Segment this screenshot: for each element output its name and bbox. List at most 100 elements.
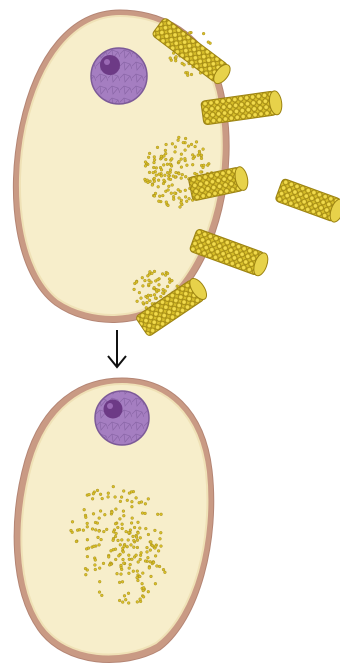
crystal-particle [120, 564, 123, 567]
crystal-particle [118, 599, 121, 602]
crystal-particle [146, 546, 149, 549]
crystal-particle [170, 157, 173, 160]
crystal-particle [164, 158, 167, 161]
crystal-particle [157, 185, 160, 188]
crystal-particle [169, 57, 172, 60]
crystal-particle [175, 55, 178, 58]
crystal-particle [180, 158, 183, 161]
crystal-particle [115, 508, 118, 511]
crystal-particle [147, 498, 150, 501]
crystal-particle [153, 270, 156, 273]
crystal-particle [112, 485, 115, 488]
crystal-particle [137, 561, 140, 564]
crystal-particle [141, 512, 144, 515]
crystal-particle [146, 551, 149, 554]
crystal-particle [115, 532, 118, 535]
crystal-particle [98, 591, 101, 594]
crystal-particle [158, 565, 161, 568]
crystal-particle [136, 576, 139, 579]
crystal-particle [184, 175, 187, 178]
crystal-particle [155, 174, 158, 177]
crystal-particle [100, 538, 103, 541]
crystal-particle [91, 497, 94, 500]
crystal-particle [132, 539, 135, 542]
transition-arrow [108, 330, 126, 367]
crystal-particle [122, 514, 125, 517]
crystal-particle [124, 598, 127, 601]
crystal-particle [153, 177, 156, 180]
crystal-particle [122, 490, 125, 493]
crystal-particle [150, 281, 153, 284]
crystal-particle [135, 554, 138, 557]
crystal-particle [159, 537, 162, 540]
crystal-particle [105, 528, 108, 531]
crystal-particle [159, 531, 162, 534]
crystal-particle [96, 522, 99, 525]
crystal-particle [127, 572, 130, 575]
crystal-particle [184, 137, 187, 140]
crystal-particle [163, 155, 166, 158]
crystal-particle [161, 194, 164, 197]
crystal-particle [117, 554, 120, 557]
crystal-particle [114, 535, 117, 538]
crystal-particle [138, 575, 141, 578]
crystal-particle [131, 517, 134, 520]
crystal-particle [146, 301, 149, 304]
crystal-particle [129, 563, 132, 566]
crystal-particle [140, 551, 143, 554]
crystal-particle [202, 32, 205, 35]
crystal-particle [91, 528, 94, 531]
crystal-particle [177, 136, 180, 139]
crystal-particle [157, 550, 160, 553]
crystal-particle [151, 184, 154, 187]
crystal-particle [180, 199, 183, 202]
crystal-particle [87, 547, 90, 550]
crystal-particle [146, 296, 149, 299]
crystal-particle [157, 200, 160, 203]
crystal-particle [112, 539, 115, 542]
crystal-particle [191, 163, 194, 166]
crystal-particle [102, 530, 105, 533]
crystal-particle [136, 570, 139, 573]
crystal-particle [133, 526, 136, 529]
crystal-particle [103, 513, 106, 516]
crystal-particle [123, 594, 126, 597]
crystal-particle [186, 164, 189, 167]
crystal-particle [160, 513, 163, 516]
crystal-particle [155, 288, 158, 291]
crystal-particle [128, 558, 131, 561]
crystal-particle [184, 157, 187, 160]
crystal-particle [155, 167, 158, 170]
crystal-particle [98, 544, 101, 547]
crystal-particle [127, 554, 130, 557]
crystal-particle [125, 530, 128, 533]
crystal-particle [171, 279, 174, 282]
crystal-particle [116, 526, 119, 529]
crystal-particle [153, 156, 156, 159]
crystal-particle [120, 539, 123, 542]
crystal-particle [94, 529, 97, 532]
crystal-particle [184, 149, 187, 152]
crystal-particle [160, 168, 163, 171]
crystal-particle [94, 568, 97, 571]
crystal-particle [83, 508, 86, 511]
crystal-particle [194, 145, 197, 148]
crystal-particle [161, 292, 164, 295]
crystal-particle [138, 291, 141, 294]
crystal-particle [156, 278, 159, 281]
crystal-particle [142, 589, 145, 592]
crystal-particle [184, 196, 187, 199]
crystal-particle [142, 586, 145, 589]
cell-top [13, 10, 340, 337]
crystal-particle [96, 489, 99, 492]
crystal-particle [119, 543, 122, 546]
crystal-particle [162, 288, 165, 291]
crystal-particle [132, 535, 135, 538]
crystal-particle [82, 529, 85, 532]
crystal-particle [135, 281, 138, 284]
crystal-particle [188, 197, 191, 200]
crystal-particle [173, 192, 176, 195]
crystal-particle [144, 527, 147, 530]
